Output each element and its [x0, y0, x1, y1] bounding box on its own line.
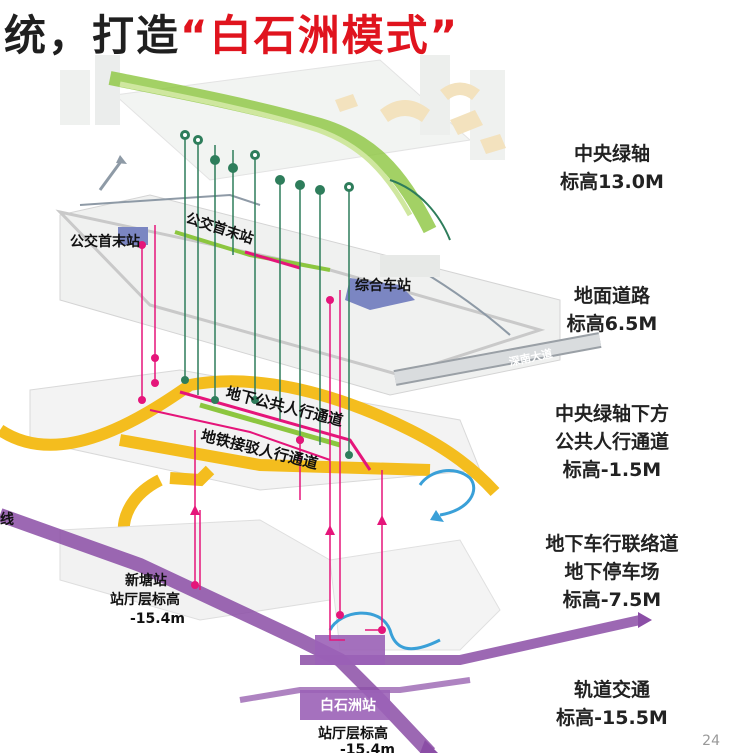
level-name: 地下车行联络道	[545, 533, 679, 555]
level-rail-transit: 轨道交通 标高-15.5M	[512, 676, 712, 732]
level-name: 轨道交通	[573, 679, 650, 701]
page-title: 统，打造“白石洲模式”	[4, 2, 459, 63]
label-baishizhou-station: 白石洲站	[320, 697, 376, 714]
level-name: 中央绿轴下方	[554, 403, 669, 425]
level-elevation: 标高-15.5M	[556, 707, 668, 729]
label-xintang-station: 新塘站	[125, 572, 167, 589]
title-quote-close: ”	[429, 11, 460, 60]
label-transit-hub: 综合车站	[355, 277, 411, 294]
level-underground-parking: 地下车行联络道 地下停车场 标高-7.5M	[512, 530, 712, 614]
central-green-axis	[108, 71, 451, 241]
level-green-axis: 中央绿轴 标高13.0M	[512, 140, 712, 196]
pink-nodes	[138, 241, 387, 634]
level-underground-walkway: 中央绿轴下方 公共人行通道 标高-1.5M	[512, 400, 712, 484]
level-name: 中央绿轴	[573, 143, 650, 165]
label-line-tag: 线	[0, 511, 14, 528]
label-xintang-elev: -15.4m	[130, 611, 185, 627]
level-elevation: 标高-7.5M	[562, 589, 662, 611]
level-elevation: 标高6.5M	[566, 313, 658, 335]
title-prefix: 统，打造	[4, 11, 181, 60]
page-number: 24	[702, 733, 720, 749]
title-quote-open: “	[180, 11, 210, 60]
level-name: 地面道路	[573, 285, 650, 307]
level-elevation: 标高-1.5M	[562, 459, 662, 481]
level-name-2: 公共人行通道	[554, 431, 669, 453]
metro-layer	[0, 508, 652, 753]
level-ground-road: 地面道路 标高6.5M	[512, 282, 712, 338]
label-baishizhou-elev: -15.4m	[340, 742, 395, 753]
vertical-green-connectors	[180, 130, 354, 459]
level-name-2: 地下停车场	[564, 561, 660, 583]
label-bus-terminal-left: 公交首末站	[70, 233, 140, 250]
level-elevation: 标高13.0M	[560, 171, 664, 193]
title-highlight: 白石洲模式	[209, 11, 430, 60]
label-xintang-hall: 站厅层标高	[110, 591, 180, 608]
label-baishizhou-hall: 站厅层标高	[318, 725, 388, 742]
